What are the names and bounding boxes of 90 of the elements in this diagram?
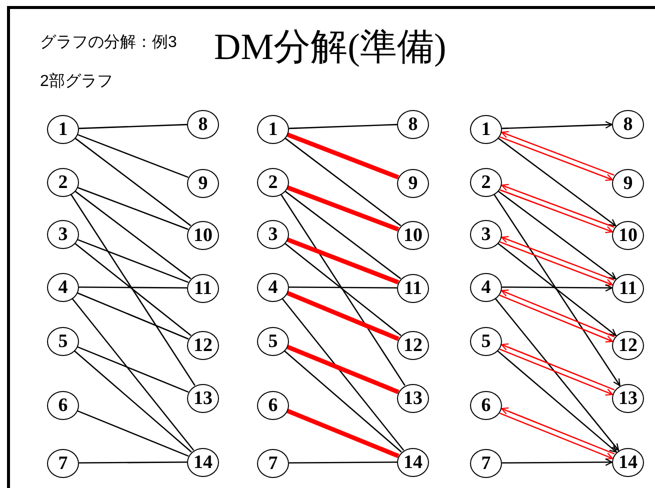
edge-line [286, 185, 400, 232]
edge-line [282, 298, 404, 451]
vertex-circle: 12 [397, 330, 429, 360]
vertex-circle: 3 [257, 220, 289, 248]
vertex-circle: 4 [470, 272, 502, 302]
vertex-circle: 4 [47, 272, 79, 302]
arrow [501, 343, 615, 390]
edge-line [286, 344, 400, 394]
edge-line [77, 410, 189, 457]
arrow [498, 190, 616, 280]
edge-line [286, 238, 400, 284]
subtitle: グラフの分解：例3 [40, 33, 177, 53]
edge-line [77, 239, 189, 283]
vertex-circle: 8 [612, 110, 644, 138]
vertex-circle: 3 [47, 220, 79, 248]
arrow [502, 284, 613, 292]
arrow [499, 412, 613, 460]
vertex-circle: 11 [397, 274, 429, 302]
arrow [500, 189, 613, 234]
vertex-circle: 10 [612, 220, 644, 250]
vertex-circle: 9 [397, 168, 429, 198]
edge-line [286, 290, 400, 342]
vertex-circle: 1 [47, 114, 79, 144]
vertex-circle: 2 [47, 168, 79, 196]
vertex-circle: 4 [257, 272, 289, 302]
arrow [499, 348, 613, 396]
arrow [498, 138, 616, 226]
edge-line [74, 190, 192, 280]
edge-line [72, 298, 194, 451]
edge-line [286, 132, 400, 180]
vertex-circle: 8 [397, 110, 429, 138]
vertex-circle: 5 [470, 326, 502, 356]
vertex-circle: 8 [187, 110, 219, 138]
edge-line [77, 346, 189, 393]
edge-line [289, 286, 397, 289]
vertex-circle: 7 [470, 448, 502, 478]
vertex-circle: 7 [47, 448, 79, 478]
edge-line [78, 124, 188, 130]
arrow [501, 407, 615, 454]
vertex-circle: 14 [612, 448, 644, 476]
arrow [494, 298, 620, 451]
edge-line [288, 124, 398, 130]
vertex-circle: 2 [257, 168, 289, 196]
vertex-circle: 12 [612, 330, 644, 360]
title: DM分解(準備) [214, 26, 446, 70]
vertex-circle: 6 [470, 390, 502, 420]
edge-line [74, 138, 192, 226]
vertex-circle: 6 [257, 390, 289, 420]
graph-caption: 2部グラフ [40, 72, 113, 92]
vertex-circle: 14 [187, 448, 219, 476]
vertex-circle: 13 [187, 384, 219, 412]
vertex-circle: 11 [187, 274, 219, 302]
arrow [502, 458, 613, 466]
vertex-circle: 11 [612, 274, 644, 302]
vertex-circle: 13 [612, 384, 644, 412]
vertex-circle: 7 [257, 448, 289, 478]
vertex-circle: 10 [397, 220, 429, 250]
arrow [498, 242, 616, 336]
vertex-circle: 13 [397, 384, 429, 412]
vertex-circle: 5 [257, 326, 289, 356]
edge-line [79, 461, 187, 464]
edge-line [284, 138, 402, 226]
edge-line [289, 461, 397, 464]
edge-line [74, 350, 192, 452]
vertex-circle: 10 [187, 220, 219, 250]
edge-line [284, 243, 402, 336]
arrow [501, 184, 614, 228]
vertex-circle: 2 [470, 168, 502, 196]
arrow [497, 350, 617, 453]
edge-line [79, 286, 187, 289]
vertex-circle: 1 [470, 114, 502, 144]
vertex-circle: 9 [187, 168, 219, 198]
edge-line [74, 243, 192, 336]
vertex-circle: 1 [257, 114, 289, 144]
arrow [494, 194, 620, 386]
edge-line [77, 292, 189, 340]
vertex-circle: 3 [470, 220, 502, 248]
vertex-circle: 6 [47, 390, 79, 420]
edge-line [286, 408, 400, 458]
vertex-circle: 14 [397, 448, 429, 476]
edge-line [284, 190, 402, 280]
edge-line [77, 134, 189, 178]
edge-line [280, 194, 406, 386]
vertex-circle: 5 [47, 326, 79, 356]
arrow [502, 121, 613, 130]
vertex-circle: 9 [612, 168, 644, 198]
vertex-circle: 12 [187, 330, 219, 360]
edge-line [78, 186, 188, 230]
edge-line [70, 194, 196, 386]
edge-line [284, 350, 402, 452]
